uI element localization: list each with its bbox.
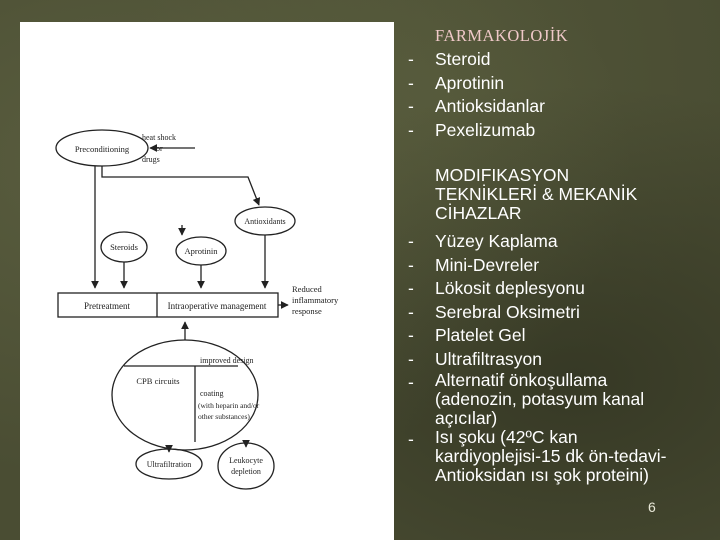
bullet-dash: -: [408, 429, 414, 449]
leukocyte-line-2: depletion: [231, 467, 261, 476]
ultrafiltration-label: Ultrafiltration: [147, 460, 191, 469]
item-label: Pexelizumab: [435, 119, 536, 140]
bullet-dash: -: [408, 119, 414, 140]
reduced-line-2: inflammatory: [292, 295, 339, 305]
list-item: - Steroid: [408, 48, 545, 72]
list-item: - Lökosit deplesyonu: [408, 277, 667, 301]
bullet-dash: -: [408, 348, 414, 369]
reduced-line-1: Reduced: [292, 284, 322, 294]
heading-line: TEKNİKLERİ & MEKANİK: [435, 184, 638, 204]
bullet-dash: -: [408, 72, 414, 93]
diagram-panel: Preconditioning heat shock or drugs Anti…: [20, 22, 394, 540]
item-label: Mini-Devreler: [435, 254, 540, 275]
cpb-label: CPB circuits: [136, 376, 179, 386]
bullet-dash: -: [408, 231, 414, 251]
item-label: Steroid: [435, 49, 491, 69]
item-label: Antioksidanlar: [435, 96, 545, 116]
heading-line: MODIFIKASYON: [435, 165, 570, 185]
coating-line-3: other substances): [198, 412, 250, 421]
bullet-dash: -: [408, 49, 414, 69]
antioxidants-label: Antioxidants: [244, 217, 285, 226]
techniques-heading: MODIFIKASYON TEKNİKLERİ & MEKANİK CİHAZL…: [408, 166, 637, 223]
item-label: Ultrafiltrasyon: [435, 348, 542, 369]
item-line: (adenozin, potasyum kanal: [435, 389, 645, 409]
intraop-label: Intraoperative management: [168, 301, 267, 311]
item-label: Lökosit deplesyonu: [435, 278, 585, 298]
bullet-dash: -: [408, 301, 414, 322]
pharmacological-list: -Steroid -Aprotinin -Antioksidanlar -Pex…: [408, 48, 545, 142]
techniques-list: -Yüzey Kaplama -Mini-Devreler -Lökosit d…: [408, 230, 667, 485]
heading-line: CİHAZLAR: [435, 203, 522, 223]
item-line: Antioksidan ısı şok proteini): [435, 465, 649, 485]
coating-line-1: coating: [200, 389, 224, 398]
list-item: - Alternatif önkoşullama (adenozin, pota…: [408, 371, 667, 428]
leukocyte-node: [217, 442, 275, 490]
list-item: - Isı şoku (42ºC kan kardiyoplejisi-15 d…: [408, 428, 667, 485]
list-item: -Serebral Oksimetri: [408, 301, 667, 325]
bullet-dash: -: [408, 325, 414, 345]
pharmacological-heading: FARMAKOLOJİK: [435, 26, 569, 45]
item-label: Serebral Oksimetri: [435, 301, 580, 322]
heat-shock-line-2: or: [156, 144, 163, 153]
improved-design-label: improved design: [200, 356, 254, 365]
item-line: açıcılar): [435, 408, 498, 428]
list-item: -Mini-Devreler: [408, 254, 667, 278]
aprotinin-label: Aprotinin: [184, 246, 218, 256]
heat-shock-line-1: heat shock: [142, 133, 176, 142]
bullet-dash: -: [408, 278, 414, 298]
reduced-line-3: response: [292, 306, 322, 316]
leukocyte-line-1: Leukocyte: [229, 456, 263, 465]
list-item: - Antioksidanlar: [408, 95, 545, 119]
item-label: Yüzey Kaplama: [435, 231, 558, 251]
bullet-dash: -: [408, 254, 414, 275]
list-item: -Pexelizumab: [408, 119, 545, 143]
pretreatment-label: Pretreatment: [84, 301, 130, 311]
item-label: Aprotinin: [435, 72, 505, 93]
bullet-dash: -: [408, 372, 414, 392]
item-line: Alternatif önkoşullama: [435, 370, 608, 390]
list-item: -Aprotinin: [408, 72, 545, 96]
steroids-label: Steroids: [110, 242, 138, 252]
item-line: Isı şoku (42ºC kan: [435, 427, 578, 447]
page-number: 6: [648, 499, 656, 515]
list-item: -Ultrafiltrasyon: [408, 348, 667, 372]
list-item: - Platelet Gel: [408, 324, 667, 348]
bullet-dash: -: [408, 96, 414, 116]
coating-line-2: (with heparin and/or: [198, 401, 260, 410]
item-label: Platelet Gel: [435, 325, 526, 345]
inflammation-diagram: Preconditioning heat shock or drugs Anti…: [55, 129, 339, 490]
preconditioning-label: Preconditioning: [75, 144, 130, 154]
heat-shock-line-3: drugs: [142, 155, 160, 164]
list-item: - Yüzey Kaplama: [408, 230, 667, 254]
item-line: kardiyoplejisi-15 dk ön-tedavi-: [435, 446, 667, 466]
